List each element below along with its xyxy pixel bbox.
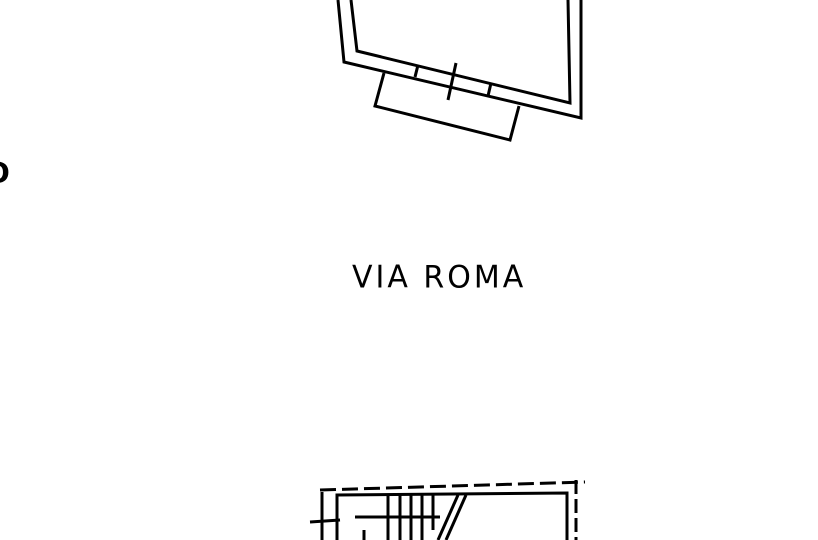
door-center <box>446 62 458 101</box>
entrance-marker <box>309 518 341 524</box>
street-label: VIA ROMA <box>352 259 527 296</box>
boundary-dashed <box>319 480 586 492</box>
cut-off-label: O <box>0 156 10 189</box>
inner-wall <box>335 491 569 540</box>
lower-building <box>309 480 586 540</box>
door-jamb <box>413 64 420 78</box>
stair-diagonal <box>444 494 468 540</box>
upper-building <box>336 0 583 142</box>
outer-wall <box>336 0 583 120</box>
door-jamb <box>486 82 493 97</box>
balcony <box>373 72 521 142</box>
stair-diagonal <box>436 494 460 540</box>
inner-wall <box>349 0 572 105</box>
